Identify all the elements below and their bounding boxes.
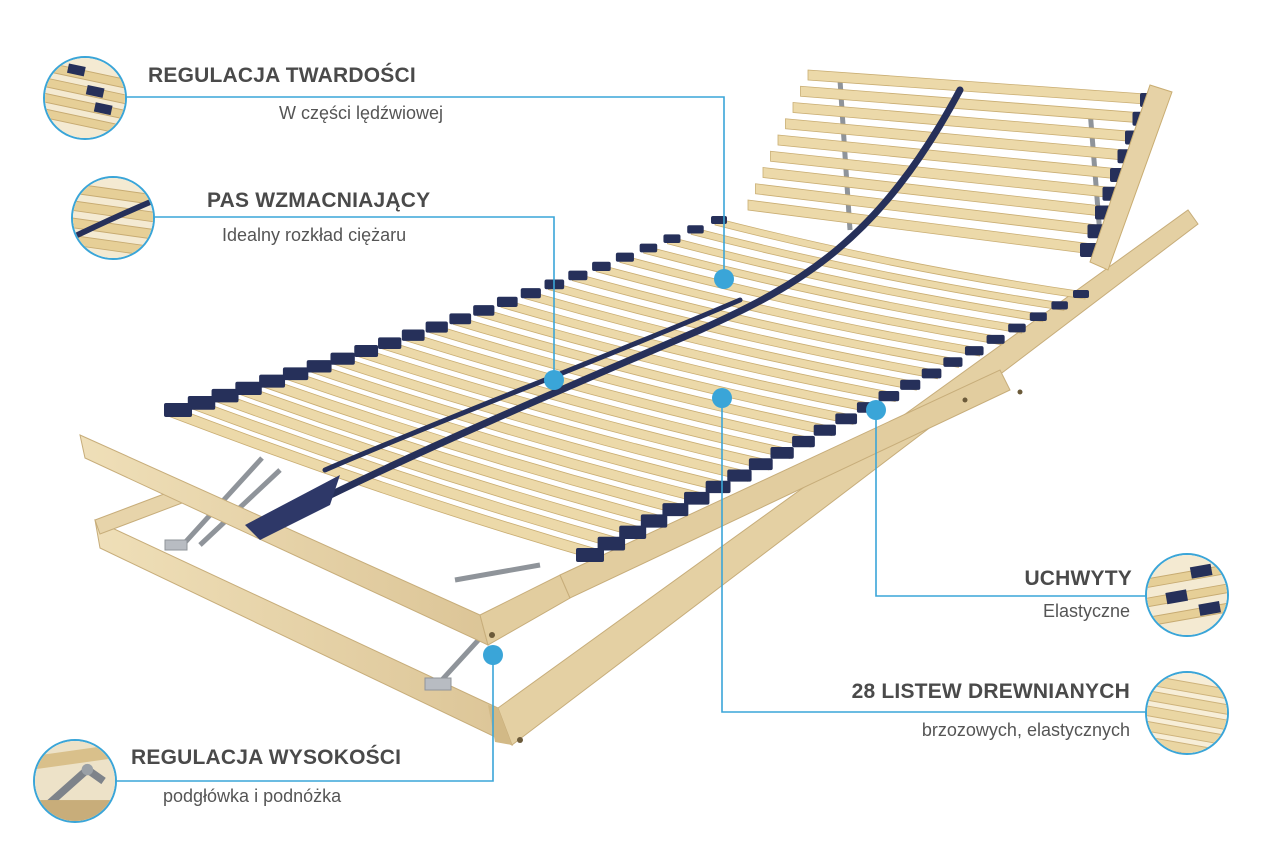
slat-holder xyxy=(259,374,286,388)
slat-holder xyxy=(748,458,773,471)
callout-line-belt xyxy=(153,216,555,378)
slat-adjuster-closeup-icon xyxy=(43,56,127,140)
slat-holder xyxy=(615,252,634,262)
callout-line-slats xyxy=(721,398,1149,713)
wooden-slat xyxy=(571,272,959,368)
marker-dot-slats xyxy=(712,388,732,408)
feature-title-holders: UCHWYTY xyxy=(1024,567,1132,590)
slat-holder xyxy=(1008,323,1026,333)
slat-holder xyxy=(520,288,541,299)
slat-holder xyxy=(639,243,658,253)
slat-holder xyxy=(1073,290,1089,298)
wooden-slat xyxy=(524,289,917,391)
slat-holder xyxy=(684,491,710,505)
slat-holder xyxy=(687,225,704,234)
wooden-slat xyxy=(452,314,854,425)
wooden-slats xyxy=(164,216,1089,562)
slat-holder xyxy=(792,435,815,448)
callout-line-hardness xyxy=(126,96,725,278)
callout-line-holders xyxy=(875,410,1149,597)
slat-holder xyxy=(964,346,984,356)
feature-title-hardness: REGULACJA TWARDOŚCI xyxy=(148,64,416,87)
slat-holder xyxy=(164,403,192,417)
slat-holder xyxy=(235,381,262,396)
slat-holder xyxy=(900,379,921,390)
feature-title-belt: PAS WZMACNIAJĄCY xyxy=(207,189,431,212)
feature-subtitle-belt: Idealny rozkład ciężaru xyxy=(222,225,407,245)
slat-holder xyxy=(597,536,626,551)
slat-holder xyxy=(330,352,355,365)
wooden-slat xyxy=(619,254,1002,346)
inner-frame xyxy=(79,369,1011,646)
wooden-slat xyxy=(548,280,938,380)
slat-holder xyxy=(878,390,900,402)
wooden-slat xyxy=(595,263,980,357)
feature-title-height: REGULACJA WYSOKOŚCI xyxy=(131,746,402,769)
marker-dot-height xyxy=(483,645,503,665)
slat-holder xyxy=(354,345,379,357)
outer-frame xyxy=(94,209,1199,746)
frame-rivets xyxy=(489,389,1023,743)
marker-dot-belt xyxy=(544,370,564,390)
flexible-holder-closeup-icon xyxy=(1145,553,1229,637)
slat-holder xyxy=(568,270,588,281)
reinforcing-belt xyxy=(245,86,964,540)
slat-holder xyxy=(425,321,448,333)
height-mechanism-closeup-icon xyxy=(33,739,117,823)
slat-holder xyxy=(662,503,689,517)
headrest-rail xyxy=(1089,84,1173,271)
slat-holder xyxy=(473,305,495,316)
slat-holder xyxy=(306,360,332,373)
slat-holder xyxy=(1029,312,1047,321)
feature-subtitle-height: podgłówka i podnóżka xyxy=(163,786,342,806)
slat-holder xyxy=(576,548,604,562)
slat-holder xyxy=(1051,301,1068,310)
wooden-slat xyxy=(500,298,896,403)
wooden-slat xyxy=(643,245,1023,334)
feature-title-slats: 28 LISTEW DREWNIANYCH xyxy=(851,680,1130,703)
slat-holder xyxy=(401,329,425,341)
slat-holder xyxy=(496,296,518,308)
slat-holder xyxy=(705,480,731,494)
wooden-slat xyxy=(667,235,1044,323)
slat-holder xyxy=(640,514,668,528)
slat-holder xyxy=(986,334,1005,344)
adjustable-headrest xyxy=(747,69,1173,271)
wooden-slats-closeup-icon xyxy=(1145,671,1229,755)
feature-subtitle-slats: brzozowych, elastycznych xyxy=(921,720,1130,740)
slat-holder xyxy=(727,469,752,482)
slat-holder xyxy=(835,413,858,425)
slat-holder xyxy=(770,447,794,459)
slat-holder xyxy=(813,424,836,436)
slat-holder xyxy=(619,525,647,540)
slat-holder xyxy=(921,368,942,379)
slat-holder xyxy=(592,261,611,272)
slat-holder xyxy=(378,337,402,350)
feature-subtitle-hardness: W części lędźwiowej xyxy=(279,103,444,123)
slat-holder xyxy=(187,395,216,410)
slat-holder xyxy=(943,357,963,367)
slat-holder xyxy=(211,388,239,403)
marker-dot-holders xyxy=(866,400,886,420)
slat-holder xyxy=(663,234,681,243)
feature-subtitle-holders: Elastyczne xyxy=(1042,601,1130,621)
slat-holder xyxy=(282,367,309,381)
slat-holder xyxy=(711,216,727,224)
slat-holder xyxy=(449,313,472,325)
wooden-slat xyxy=(690,226,1065,311)
marker-dot-hardness xyxy=(714,269,734,289)
callout-line-height xyxy=(115,655,494,782)
reinforcing-belt-closeup-icon xyxy=(71,176,155,260)
